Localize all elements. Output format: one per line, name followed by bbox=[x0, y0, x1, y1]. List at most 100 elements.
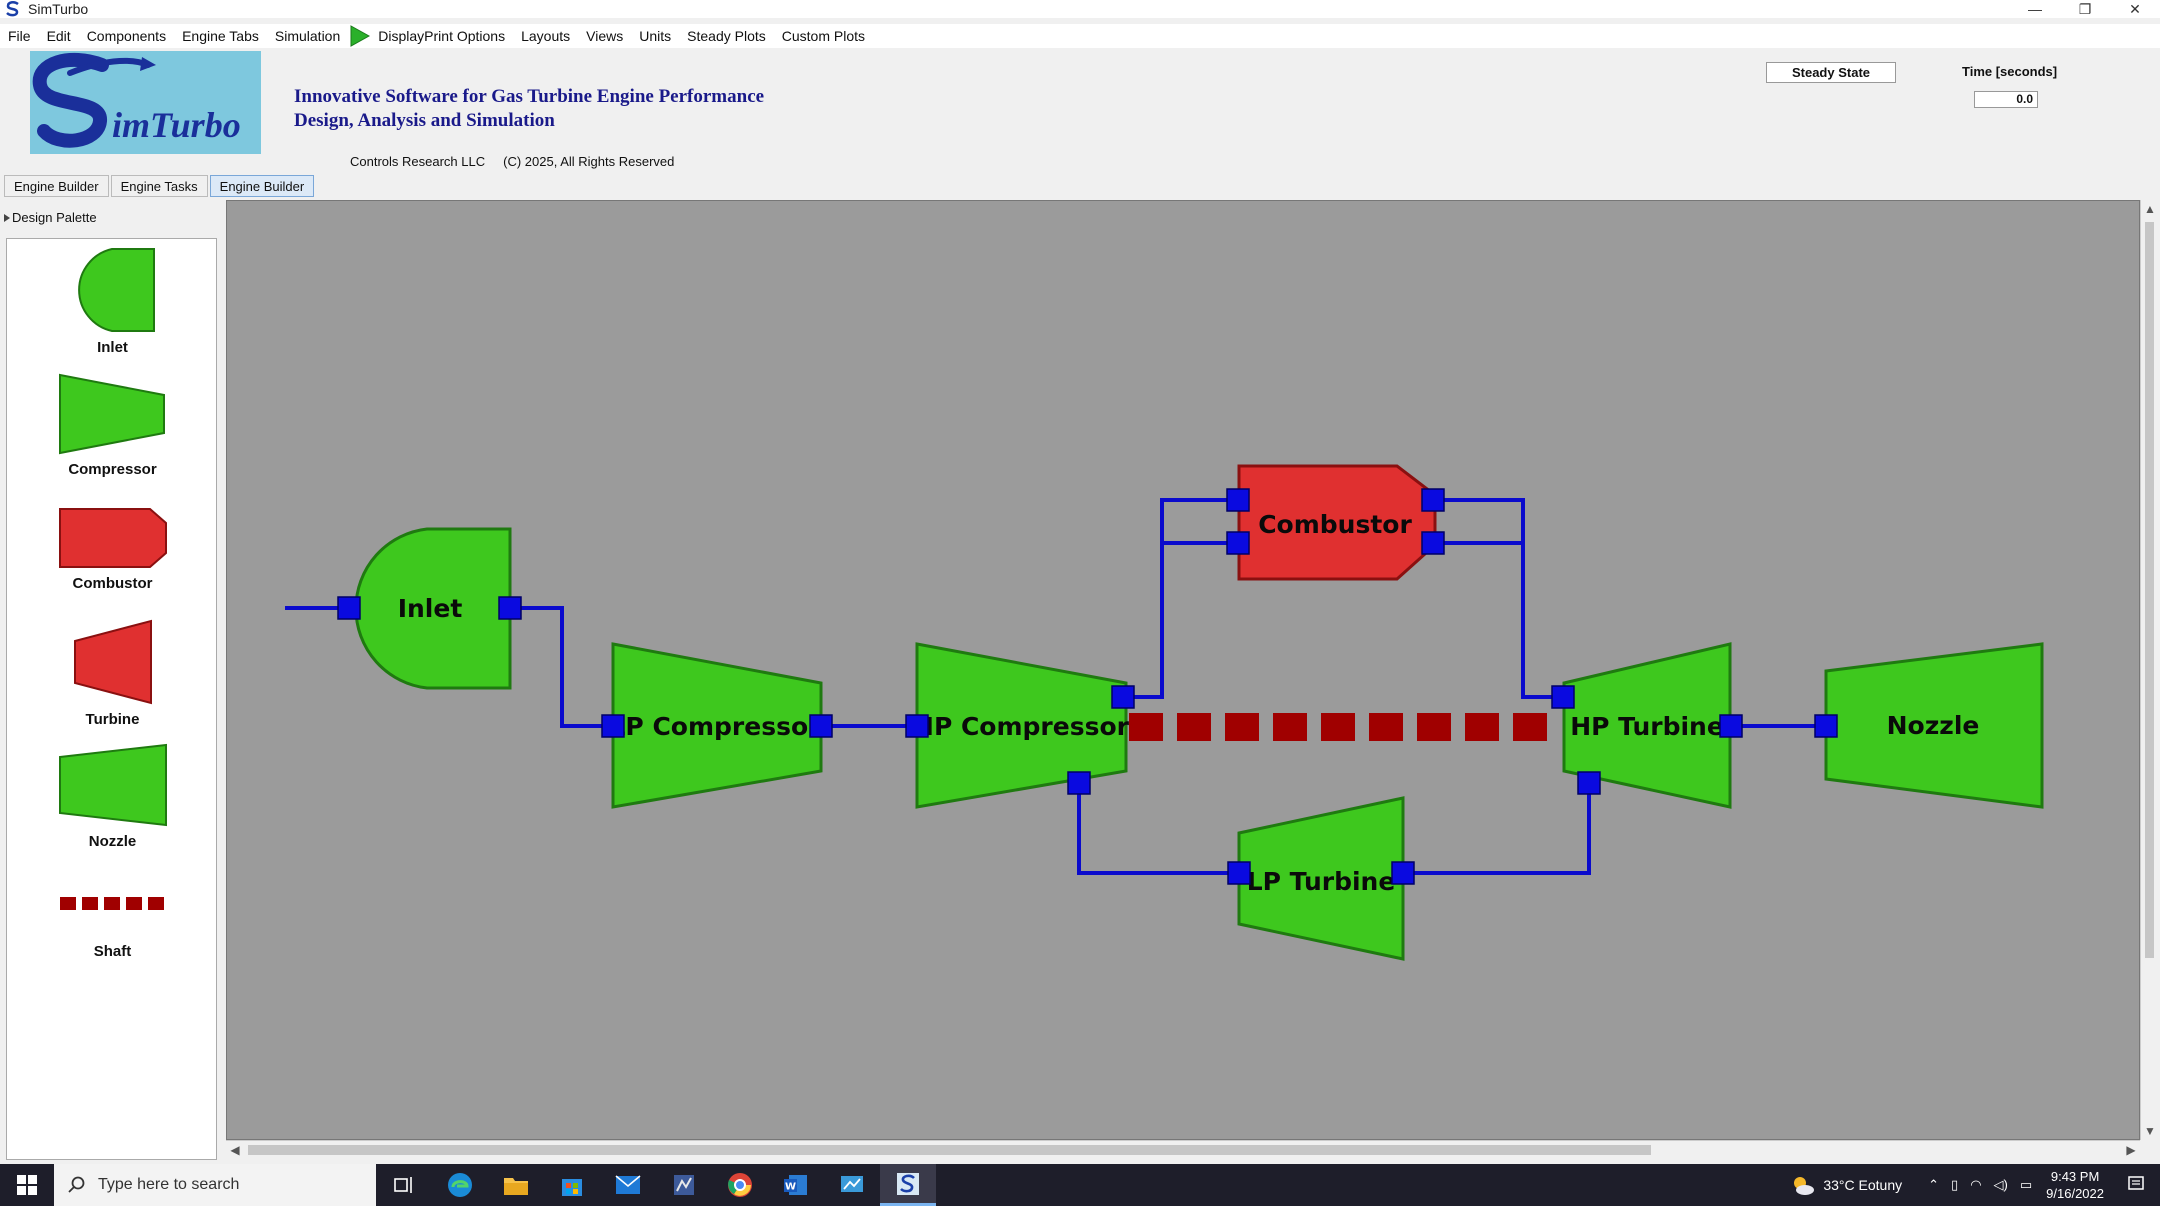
scroll-right-icon[interactable]: ▶ bbox=[2126, 1143, 2136, 1157]
search-icon bbox=[68, 1176, 85, 1193]
tagline-line-2: Design, Analysis and Simulation bbox=[294, 110, 555, 131]
hp-compressor-out-port bbox=[1111, 685, 1135, 709]
hp-compressor-component[interactable]: HP Compressor bbox=[913, 642, 1130, 809]
volume-icon[interactable]: ◁) bbox=[1993, 1177, 2008, 1192]
lp-compressor-component[interactable]: LP Compressor bbox=[610, 642, 823, 809]
vertical-scrollbar[interactable]: ▲ ▼ bbox=[2140, 200, 2158, 1140]
wifi-icon[interactable]: ◠ bbox=[1970, 1177, 1982, 1192]
steady-state-indicator[interactable]: Steady State bbox=[1766, 62, 1896, 83]
palette-item-nozzle[interactable]: Nozzle bbox=[7, 743, 218, 850]
inlet-component[interactable]: Inlet bbox=[354, 527, 512, 690]
lp-turbine-component[interactable]: LP Turbine bbox=[1237, 796, 1405, 961]
scroll-down-icon[interactable]: ▼ bbox=[2144, 1124, 2156, 1138]
time-field[interactable]: 0.0 bbox=[1974, 91, 2038, 108]
palette-item-shaft[interactable]: Shaft bbox=[7, 893, 218, 960]
minimize-button[interactable]: — bbox=[2028, 1, 2042, 17]
palette-item-combustor[interactable]: Combustor bbox=[7, 507, 218, 592]
horizontal-scroll-thumb[interactable] bbox=[248, 1145, 1651, 1155]
lp-turbine-in-port bbox=[1227, 861, 1251, 885]
menu-components[interactable]: Components bbox=[86, 28, 167, 44]
mail-icon[interactable] bbox=[600, 1164, 656, 1206]
matlab-icon[interactable] bbox=[656, 1164, 712, 1206]
horizontal-scrollbar[interactable]: ◀ ▶ bbox=[226, 1140, 2140, 1158]
taskbar-search-box[interactable]: Type here to search bbox=[54, 1164, 376, 1206]
palette-label-nozzle: Nozzle bbox=[88, 833, 137, 850]
lp-compressor-in-port bbox=[601, 714, 625, 738]
menu-file[interactable]: File bbox=[8, 28, 31, 44]
inlet-shape-icon bbox=[77, 248, 155, 332]
menu-engine-tabs[interactable]: Engine Tabs bbox=[182, 28, 259, 44]
menu-units[interactable]: Units bbox=[639, 28, 672, 44]
chevron-up-icon[interactable]: ⌃ bbox=[1928, 1177, 1940, 1192]
usb-icon[interactable]: ▯ bbox=[1951, 1177, 1959, 1192]
time-label: Time [seconds] bbox=[1962, 64, 2058, 79]
file-explorer-icon[interactable] bbox=[488, 1164, 544, 1206]
network-tool-icon[interactable] bbox=[824, 1164, 880, 1206]
hp-turbine-bleed-port bbox=[1577, 771, 1601, 795]
menu-displayprint-options[interactable]: DisplayPrint Options bbox=[378, 28, 506, 44]
menu-edit[interactable]: Edit bbox=[46, 28, 71, 44]
palette-title: Design Palette bbox=[12, 210, 97, 225]
vertical-scroll-thumb[interactable] bbox=[2145, 222, 2154, 958]
hp-turbine-in-port bbox=[1551, 685, 1575, 709]
app-icon bbox=[6, 1, 19, 17]
tray-icons: ⌃ ▯ ◠ ◁) ▭ bbox=[1928, 1177, 2032, 1193]
title-bar: SimTurbo — ❐ ✕ bbox=[0, 0, 2160, 18]
palette-header[interactable]: Design Palette bbox=[4, 210, 97, 225]
tab-strip: Engine Builder Engine Tasks Engine Build… bbox=[4, 175, 316, 197]
combustor-shape-icon bbox=[58, 508, 167, 568]
compressor-shape-icon bbox=[58, 373, 165, 455]
scroll-left-icon[interactable]: ◀ bbox=[230, 1143, 240, 1157]
menu-views[interactable]: Views bbox=[586, 28, 624, 44]
hp-compressor-bleed-port bbox=[1067, 771, 1091, 795]
combustor-label: Combustor bbox=[1258, 510, 1412, 539]
collapse-arrow-icon[interactable] bbox=[4, 213, 10, 222]
word-icon[interactable]: W bbox=[768, 1164, 824, 1206]
edge-browser-icon[interactable] bbox=[432, 1164, 488, 1206]
tab-engine-tasks[interactable]: Engine Tasks bbox=[110, 175, 208, 197]
restore-button[interactable]: ❐ bbox=[2078, 0, 2092, 17]
palette-item-inlet[interactable]: Inlet bbox=[7, 247, 218, 356]
tab-engine-builder-active[interactable]: Engine Builder bbox=[209, 175, 315, 197]
palette-item-turbine[interactable]: Turbine bbox=[7, 619, 218, 728]
engine-builder-canvas[interactable]: Inlet LP Compressor HP Compressor Combus… bbox=[226, 200, 2140, 1140]
menu-simulation[interactable]: Simulation bbox=[274, 28, 341, 44]
nozzle-component[interactable]: Nozzle bbox=[1824, 642, 2044, 809]
battery-icon[interactable]: ▭ bbox=[2019, 1177, 2033, 1192]
shaft-dashes-icon bbox=[59, 897, 164, 910]
combustor-in-port-1 bbox=[1226, 488, 1250, 512]
chrome-icon[interactable] bbox=[712, 1164, 768, 1206]
hp-turbine-component[interactable]: HP Turbine bbox=[1562, 642, 1732, 809]
tagline-line-1: Innovative Software for Gas Turbine Engi… bbox=[294, 86, 765, 107]
combustor-component[interactable]: Combustor bbox=[1237, 464, 1437, 581]
scroll-up-icon[interactable]: ▲ bbox=[2144, 202, 2156, 216]
menu-custom-plots[interactable]: Custom Plots bbox=[781, 28, 865, 44]
app-header: imTurbo Innovative Software for Gas Turb… bbox=[0, 50, 2160, 175]
close-button[interactable]: ✕ bbox=[2129, 0, 2141, 17]
inlet-in-port bbox=[337, 596, 361, 620]
palette-item-compressor[interactable]: Compressor bbox=[7, 373, 218, 478]
play-triangle-icon[interactable] bbox=[348, 24, 371, 48]
system-tray: 33°C Eotuny ⌃ ▯ ◠ ◁) ▭ 9:43 PM 9/16/2022 bbox=[1791, 1164, 2160, 1206]
notification-icon[interactable] bbox=[2122, 1175, 2150, 1196]
hp-compressor-label: HP Compressor bbox=[913, 712, 1130, 741]
svg-text:W: W bbox=[785, 1182, 796, 1193]
simturbo-taskbar-icon[interactable] bbox=[880, 1164, 936, 1206]
menu-bar: File Edit Components Engine Tabs Simulat… bbox=[0, 24, 2160, 48]
weather-widget[interactable]: 33°C Eotuny bbox=[1791, 1174, 1902, 1196]
tab-engine-builder[interactable]: Engine Builder bbox=[4, 175, 109, 197]
shaft[interactable] bbox=[1129, 713, 1547, 741]
task-view-icon[interactable] bbox=[376, 1164, 432, 1206]
menu-steady-plots[interactable]: Steady Plots bbox=[687, 28, 766, 44]
taskbar-clock[interactable]: 9:43 PM 9/16/2022 bbox=[2046, 1168, 2104, 1202]
inlet-out-port bbox=[498, 596, 522, 620]
simturbo-logo: imTurbo bbox=[30, 51, 261, 154]
weather-text: 33°C Eotuny bbox=[1823, 1177, 1903, 1193]
clock-time: 9:43 PM bbox=[2050, 1169, 2100, 1184]
palette-label-turbine: Turbine bbox=[85, 711, 140, 728]
windows-start-icon[interactable] bbox=[0, 1164, 54, 1206]
menu-layouts[interactable]: Layouts bbox=[521, 28, 571, 44]
logo-text: imTurbo bbox=[112, 105, 241, 145]
ports[interactable] bbox=[337, 488, 1838, 885]
microsoft-store-icon[interactable] bbox=[544, 1164, 600, 1206]
